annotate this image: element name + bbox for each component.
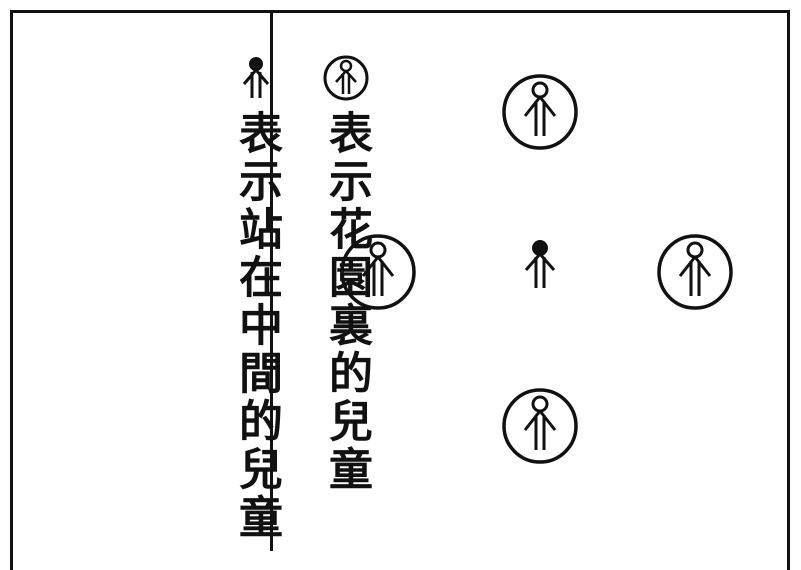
legend-ring-child-text: 表示花園裏的兒童	[321, 110, 372, 494]
ring-child-right	[657, 234, 733, 310]
outer-frame	[10, 10, 790, 570]
legend-ring-child: 表示花園裏的兒童	[170, 52, 522, 494]
legend-center-child-text: 表示站在中間的兒童	[231, 110, 282, 542]
circled-child-icon	[323, 55, 369, 101]
legend-divider	[270, 10, 273, 551]
ring-child-bottom	[502, 388, 578, 464]
diagram-canvas: 表示花園裏的兒童 表示站在中間的兒童	[10, 10, 790, 570]
ring-child-top	[502, 74, 578, 150]
legend-center-child: 表示站在中間的兒童	[58, 52, 454, 542]
center-child	[524, 240, 556, 288]
ring-child-left	[340, 234, 416, 310]
center-child-icon	[242, 57, 270, 98]
